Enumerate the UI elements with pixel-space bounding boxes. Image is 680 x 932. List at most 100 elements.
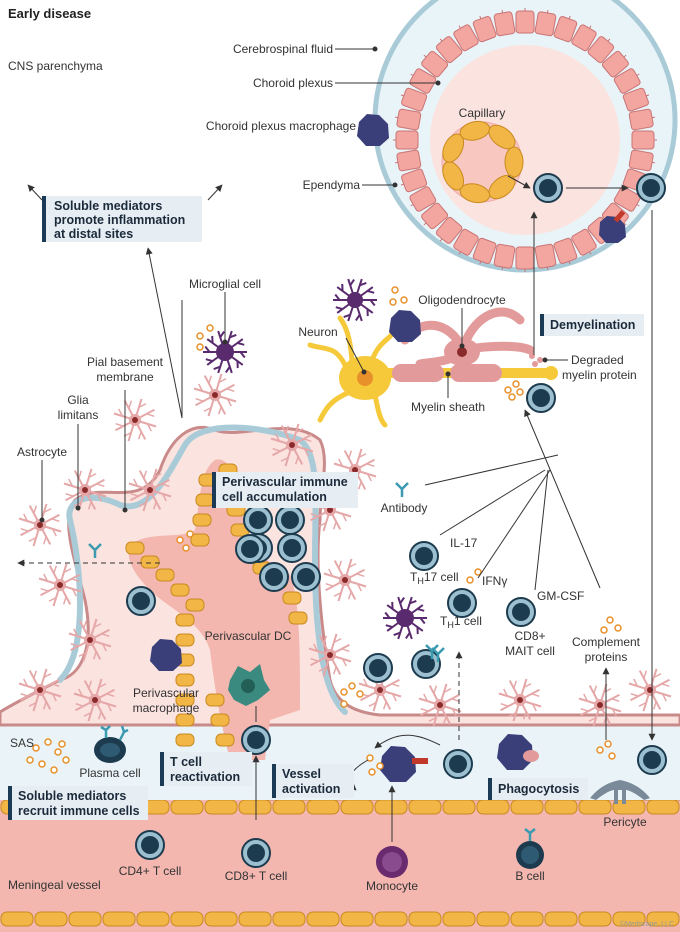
- endothelial-cell: [68, 911, 102, 927]
- ependymal-cell: [493, 243, 516, 269]
- cytokine: [196, 343, 204, 351]
- endothelial-cell: [190, 533, 210, 547]
- pial-basement-label-1: Pial basement: [87, 355, 164, 369]
- callout-soluble-recruit: Soluble mediators recruit immune cells: [8, 786, 148, 820]
- antibody: [395, 482, 409, 497]
- astrocyte: [18, 503, 62, 547]
- cilium: [479, 15, 482, 19]
- meningeal-vessel-region: [0, 800, 680, 932]
- cilium: [623, 222, 627, 226]
- endothelial-cell: [155, 568, 175, 582]
- t-cell: [259, 562, 289, 592]
- credit-text: ©Medscape, LLC: [620, 920, 674, 928]
- monocyte-cell: [376, 846, 408, 878]
- cilium: [568, 15, 571, 19]
- glia-limitans-line: [57, 424, 348, 715]
- cytokine: [389, 298, 397, 306]
- callout-soluble-distal: Soluble mediators promote inflammation a…: [42, 196, 202, 242]
- cytokine: [340, 700, 348, 708]
- callout-soluble-distal-line3: at distal sites: [54, 227, 133, 241]
- neuron: [307, 315, 398, 428]
- astrocyte: [73, 678, 117, 722]
- endothelial-cell: [374, 799, 408, 815]
- endothelial-cell: [238, 911, 272, 927]
- cilium: [410, 204, 414, 207]
- th17-main: T: [410, 570, 418, 584]
- plasma-cell-label: Plasma cell: [79, 766, 140, 780]
- perivascular-macrophage: [150, 639, 182, 671]
- ependymal-cell: [628, 149, 654, 172]
- callout-tcell-reactivation: T cell reactivation: [160, 752, 252, 786]
- cytokine: [50, 766, 58, 774]
- th17-rest: 17 cell: [424, 570, 459, 584]
- perivascular-macrophage-label-1: Perivascular: [133, 686, 199, 700]
- cytokine: [474, 568, 482, 576]
- astrocyte: [308, 633, 352, 677]
- cytokine: [182, 544, 190, 552]
- callout-phagocytosis-text: Phagocytosis: [498, 782, 579, 796]
- oligodendrocyte-macrophage: [389, 310, 421, 342]
- endothelial-cell: [374, 911, 408, 927]
- cytokine: [340, 688, 348, 696]
- cilium: [636, 204, 640, 207]
- callout-vessel-activation: Vessel activation: [272, 764, 354, 798]
- cytokine: [614, 624, 622, 632]
- cytokine: [196, 332, 204, 340]
- t-cell: [411, 649, 441, 679]
- endothelial-cell: [340, 911, 374, 927]
- endothelial-cell: [170, 911, 204, 927]
- endothelial-cell: [646, 911, 680, 927]
- astrocyte-group: [18, 373, 672, 727]
- t-cell: [275, 505, 305, 535]
- myelinated-axon: [380, 364, 558, 382]
- th17-sub: H: [417, 576, 424, 586]
- ependymal-cell: [395, 130, 419, 150]
- endothelial-cell: [170, 583, 190, 597]
- astrocyte: [628, 668, 672, 712]
- antibody-group: [88, 482, 445, 662]
- cytokine: [512, 380, 520, 388]
- t-cell: [135, 830, 165, 860]
- endothelial-cell: [408, 911, 442, 927]
- cytokine: [58, 740, 66, 748]
- cytokine: [356, 690, 364, 698]
- cd8-mait-label-1: CD8+: [514, 629, 545, 643]
- callout-perivascular-line2: cell accumulation: [222, 490, 327, 504]
- phagocytic-macrophage: [497, 734, 539, 770]
- endothelial-cell: [204, 799, 238, 815]
- th17-label: TH17 cell: [410, 570, 459, 586]
- cytokine: [206, 324, 214, 332]
- astrocyte: [18, 668, 62, 712]
- cilium: [410, 73, 414, 76]
- degraded-myelin-label-1: Degraded: [571, 353, 624, 367]
- diagram-title: Early disease: [8, 6, 91, 21]
- endothelial-cell: [442, 911, 476, 927]
- microglial-cell-label: Microglial cell: [189, 277, 261, 291]
- astrocyte: [38, 563, 82, 607]
- endothelial-cell: [442, 799, 476, 815]
- antibody-label: Antibody: [381, 501, 428, 515]
- myelin-sheath-label: Myelin sheath: [411, 400, 485, 414]
- ependymal-cell: [472, 237, 497, 264]
- callout-tcell-line1: T cell: [170, 755, 202, 769]
- callout-perivascular-accumulation: Perivascular immune cell accumulation: [212, 472, 358, 508]
- ependymal-cell: [628, 108, 654, 131]
- cilium: [546, 266, 549, 271]
- endothelial-cell: [210, 713, 230, 727]
- endothelial-cell: [175, 633, 195, 647]
- cns-parenchyma-label: CNS parenchyma: [8, 59, 103, 73]
- cytokine: [466, 576, 474, 584]
- th1-rest: 1 cell: [454, 614, 482, 628]
- cilium: [607, 38, 611, 42]
- choroid-plexus-macrophage: [357, 114, 389, 146]
- cilium: [394, 116, 399, 119]
- th1-label: TH1 cell: [440, 614, 482, 630]
- capillary-cell: [459, 183, 491, 204]
- cilium: [568, 261, 571, 265]
- callout-demyelination: Demyelination: [540, 314, 644, 336]
- endothelial-cell: [288, 611, 308, 625]
- perivascular-dc-label: Perivascular DC: [205, 629, 292, 643]
- callout-soluble-distal-line1: Soluble mediators: [54, 199, 162, 213]
